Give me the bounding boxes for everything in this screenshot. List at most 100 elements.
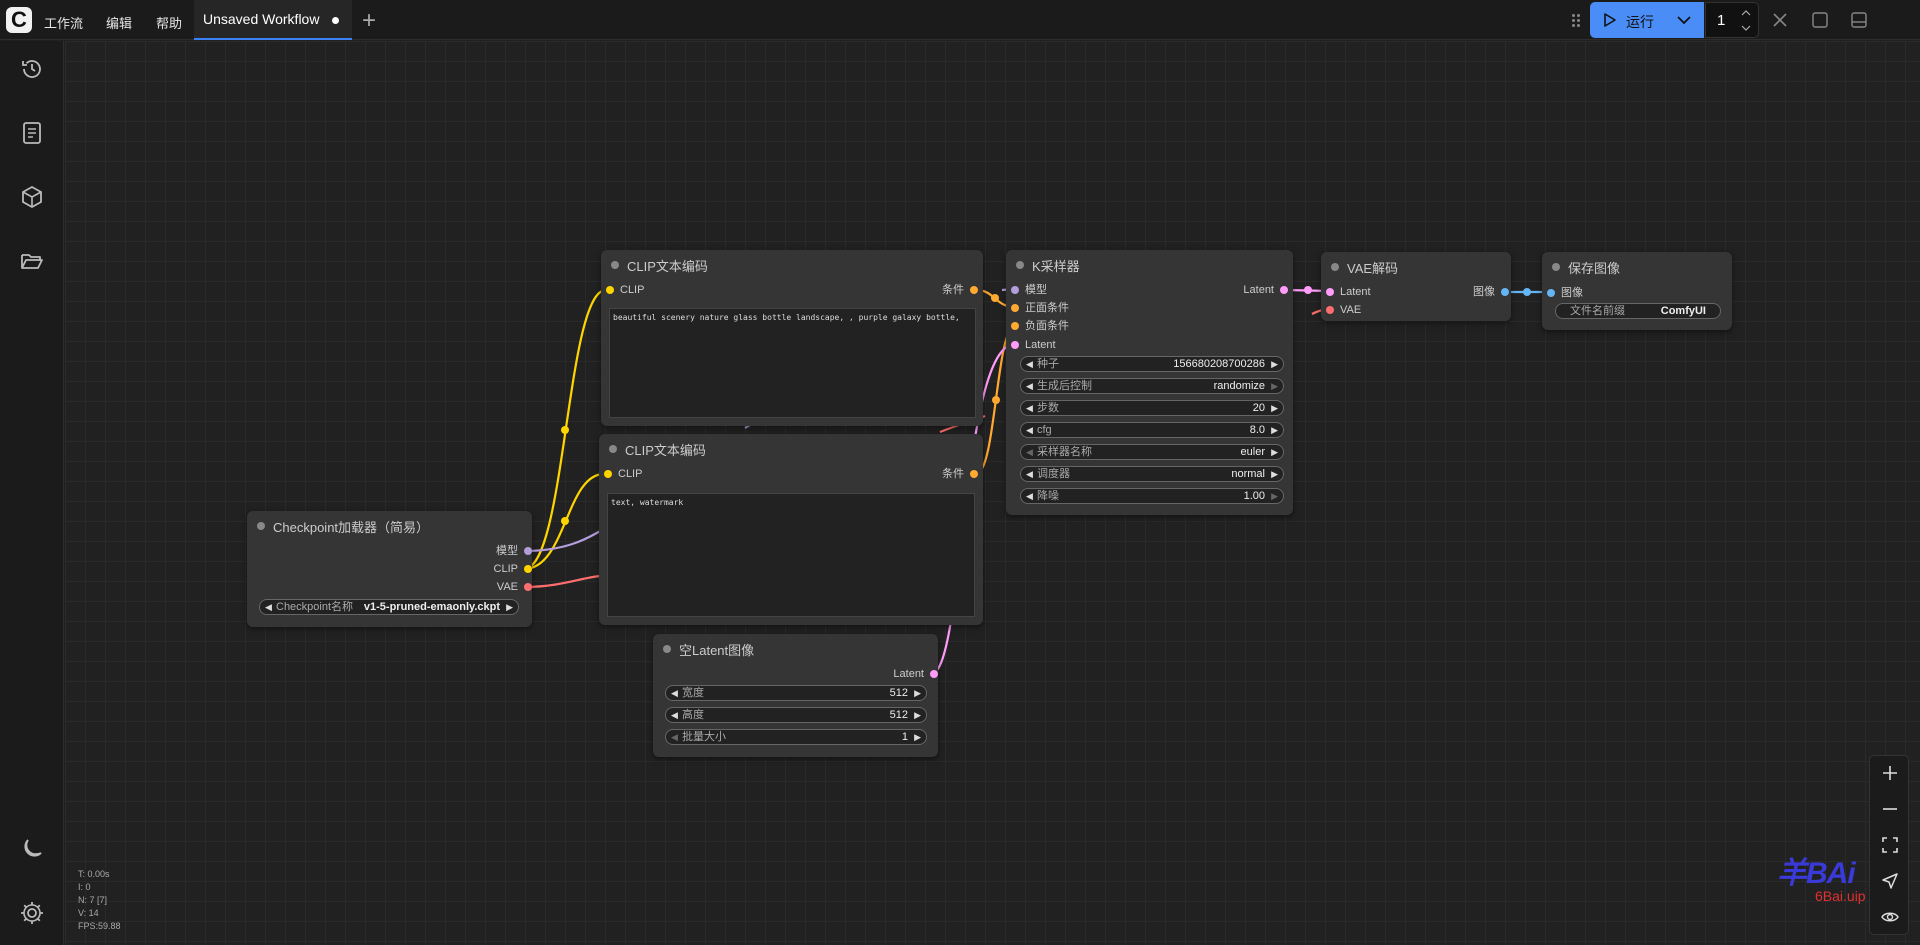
arrow-left-icon[interactable]: ◀ [265,602,272,612]
drag-handle-icon[interactable] [1572,14,1582,28]
arrow-left-icon[interactable]: ◀ [1026,425,1033,435]
arrow-right-icon[interactable]: ▶ [1271,403,1278,413]
fit-view-icon[interactable] [1881,836,1899,854]
input-vae[interactable]: VAE [1326,303,1361,317]
input-negative[interactable]: 负面条件 [1011,319,1069,333]
input-latent[interactable]: Latent [1326,285,1371,299]
collapse-dot-icon[interactable] [611,261,619,269]
history-icon[interactable] [18,55,46,83]
input-clip[interactable]: CLIP [604,467,642,481]
menu-workflow[interactable]: 工作流 [44,16,84,31]
output-model[interactable]: 模型 [496,544,532,558]
collapse-dot-icon[interactable] [1016,261,1024,269]
zoom-out-icon[interactable] [1881,800,1899,818]
arrow-right-icon[interactable]: ▶ [506,602,513,612]
checkpoint-name-combo[interactable]: ◀ Checkpoint名称 v1-5-pruned-emaonly.ckpt … [259,599,519,615]
input-model[interactable]: 模型 [1011,283,1047,297]
arrow-right-icon[interactable]: ▶ [914,710,921,720]
output-conditioning[interactable]: 条件 [942,467,978,481]
output-clip[interactable]: CLIP [494,562,532,576]
arrow-right-icon[interactable]: ▶ [1271,381,1278,391]
comfyui-logo-icon[interactable]: C [6,7,32,33]
output-latent[interactable]: Latent [1243,283,1288,297]
arrow-left-icon[interactable]: ◀ [1026,469,1033,479]
prompt-textarea[interactable]: text, watermark [607,493,975,617]
arrow-left-icon[interactable]: ◀ [1026,403,1033,413]
queue-count-stepper[interactable]: 1 [1705,2,1759,38]
node-title-bar[interactable]: VAE解码 [1321,252,1511,280]
arrow-left-icon[interactable]: ◀ [1026,359,1033,369]
run-button[interactable]: 运行 [1590,2,1704,38]
input-image[interactable]: 图像 [1547,286,1583,300]
folder-open-icon[interactable] [18,247,46,275]
moon-theme-icon[interactable] [18,835,46,863]
arrow-right-icon[interactable]: ▶ [1271,359,1278,369]
collapse-dot-icon[interactable] [1552,263,1560,271]
collapse-dot-icon[interactable] [663,645,671,653]
node-clip-text-encode-positive[interactable]: CLIP文本编码 CLIP 条件 beautiful scenery natur… [601,250,983,426]
graph-canvas[interactable] [65,41,1920,945]
node-title-bar[interactable]: K采样器 [1006,250,1293,278]
node-title-bar[interactable]: CLIP文本编码 [599,434,983,462]
arrow-left-icon[interactable]: ◀ [671,688,678,698]
node-title-bar[interactable]: 保存图像 [1542,252,1732,280]
node-vae-decode[interactable]: VAE解码 Latent 图像 VAE [1321,252,1511,321]
eye-visibility-icon[interactable] [1881,908,1899,926]
input-positive[interactable]: 正面条件 [1011,301,1069,315]
node-checkpoint-loader[interactable]: Checkpoint加载器（简易） 模型 CLIP VAE ◀ Checkpoi… [247,511,532,627]
close-icon[interactable] [1771,11,1789,29]
menu-edit[interactable]: 编辑 [106,16,133,31]
arrow-right-icon[interactable]: ▶ [1271,469,1278,479]
workflow-tab[interactable]: Unsaved Workflow [194,0,352,40]
arrow-left-icon[interactable]: ◀ [1026,447,1033,457]
chevron-down-icon[interactable] [1676,14,1692,26]
panel-icon[interactable] [1850,11,1868,29]
collapse-dot-icon[interactable] [609,445,617,453]
collapse-dot-icon[interactable] [1331,263,1339,271]
settings-gear-icon[interactable] [18,899,46,927]
chevron-down-small-icon[interactable] [1741,24,1751,32]
arrow-right-icon[interactable]: ▶ [1271,425,1278,435]
node-title-bar[interactable]: 空Latent图像 [653,634,938,662]
zoom-in-icon[interactable] [1881,764,1899,782]
menu-help[interactable]: 帮助 [156,16,183,31]
arrow-right-icon[interactable]: ▶ [1271,491,1278,501]
navigate-arrow-icon[interactable] [1881,872,1899,890]
square-icon[interactable] [1811,11,1829,29]
input-clip[interactable]: CLIP [606,283,644,297]
output-conditioning[interactable]: 条件 [942,283,978,297]
library-book-icon[interactable] [18,119,46,147]
output-vae[interactable]: VAE [497,580,532,594]
arrow-left-icon[interactable]: ◀ [671,732,678,742]
node-title-bar[interactable]: Checkpoint加载器（简易） [247,511,532,539]
chevron-up-icon[interactable] [1741,9,1751,17]
node-clip-text-encode-negative[interactable]: CLIP文本编码 CLIP 条件 text, watermark [599,434,983,625]
arrow-left-icon[interactable]: ◀ [1026,381,1033,391]
node-title-bar[interactable]: CLIP文本编码 [601,250,983,278]
output-image[interactable]: 图像 [1473,285,1509,299]
unsaved-dot-icon[interactable] [332,17,339,24]
arrow-right-icon[interactable]: ▶ [914,732,921,742]
collapse-dot-icon[interactable] [257,522,265,530]
prompt-textarea[interactable]: beautiful scenery nature glass bottle la… [609,308,976,418]
arrow-right-icon[interactable]: ▶ [1271,447,1278,457]
arrow-left-icon[interactable]: ◀ [1026,491,1033,501]
input-latent[interactable]: Latent [1011,338,1056,352]
output-latent[interactable]: Latent [893,667,938,681]
model-cube-icon[interactable] [18,183,46,211]
arrow-right-icon[interactable]: ▶ [914,688,921,698]
